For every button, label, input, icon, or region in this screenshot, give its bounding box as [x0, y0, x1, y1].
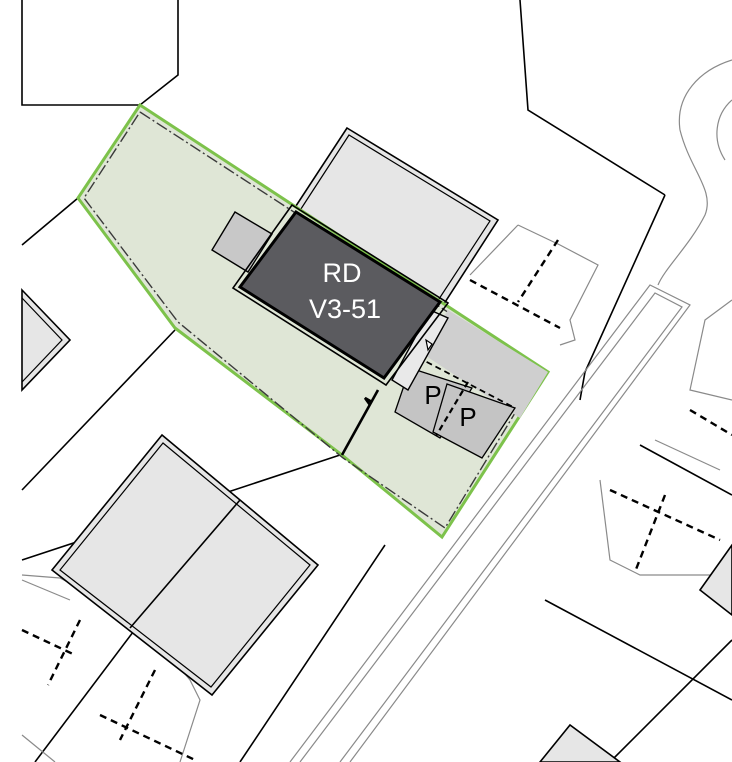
main-building-body: [237, 209, 443, 381]
neighbour-house-left-inner: [21, 297, 63, 383]
road-edge-1: [289, 284, 691, 762]
road-edge-2: [299, 292, 683, 762]
dashed-line-4: [633, 494, 667, 573]
road-roundabout-edge: [657, 59, 732, 286]
plot-internal-gate: [363, 396, 373, 406]
parcel-line-top-right: [519, 0, 666, 196]
dashed-line-1: [516, 239, 560, 303]
driveway-upper-right-b: [469, 224, 519, 276]
building-label-line2: V3-51: [309, 294, 381, 324]
parking-bay-divider: [435, 381, 469, 437]
parking-label-2: P: [459, 402, 476, 432]
porch-outline: [391, 309, 449, 391]
neighbour-house-bottom-inner: [59, 442, 311, 688]
dashed-boundaries: [21, 239, 732, 762]
neighbour-house-right: [698, 543, 732, 617]
neighbour-houses: [21, 126, 732, 762]
neighbour-house-bottom-right: [538, 723, 622, 762]
dashed-line-5: [609, 488, 721, 542]
driveway-right-lower: [654, 439, 721, 471]
parcel-line-bottom-mid: [239, 544, 386, 762]
dashed-line-7: [46, 619, 82, 686]
neighbour-driveways: [21, 224, 721, 601]
parcel-line-left-upper: [21, 197, 79, 246]
parking-surface: [420, 310, 548, 418]
road-roundabout-edge-2: [716, 99, 732, 161]
dashed-line-8: [118, 669, 157, 741]
building-label-line1: RD: [323, 258, 362, 288]
road-bottom-left-curve: [21, 734, 56, 762]
parking-area: P P: [394, 310, 548, 459]
entrance-arrow: [425, 338, 433, 352]
dashed-line-6: [21, 628, 76, 657]
parking-bay-2: [432, 383, 517, 459]
parcel-line-left-middle: [21, 329, 176, 491]
neighbour-house-left: [21, 288, 72, 392]
main-building: RD V3-51: [231, 203, 450, 387]
driveway-upper-right: [517, 224, 599, 346]
dashed-line-3: [689, 408, 732, 437]
parking-label-1: P: [424, 380, 441, 410]
road-driveway-right: [599, 479, 732, 576]
neighbour-house-bottom-party-wall: [129, 499, 241, 629]
neighbour-house-bottom: [50, 433, 320, 697]
parcel-line-top-left: [21, 0, 179, 106]
parcel-line-bottom-right-2: [609, 639, 732, 762]
dashed-line-2: [469, 278, 561, 330]
main-building-outline-outer: [231, 203, 450, 387]
neighbour-house-right-shape: [698, 543, 732, 617]
plot-hatch-boundary: [83, 111, 541, 529]
neighbour-house-left-outer: [21, 288, 72, 392]
outbuilding: [211, 211, 273, 273]
parcel-line-bottom-right-1: [544, 599, 732, 701]
dashed-line-9: [99, 713, 196, 762]
driveway-left-lower: [21, 579, 71, 601]
parcel-line-right-lower: [639, 444, 732, 496]
road-right-lane: [689, 299, 732, 401]
neighbour-house-bottom-right-shape: [538, 723, 622, 762]
